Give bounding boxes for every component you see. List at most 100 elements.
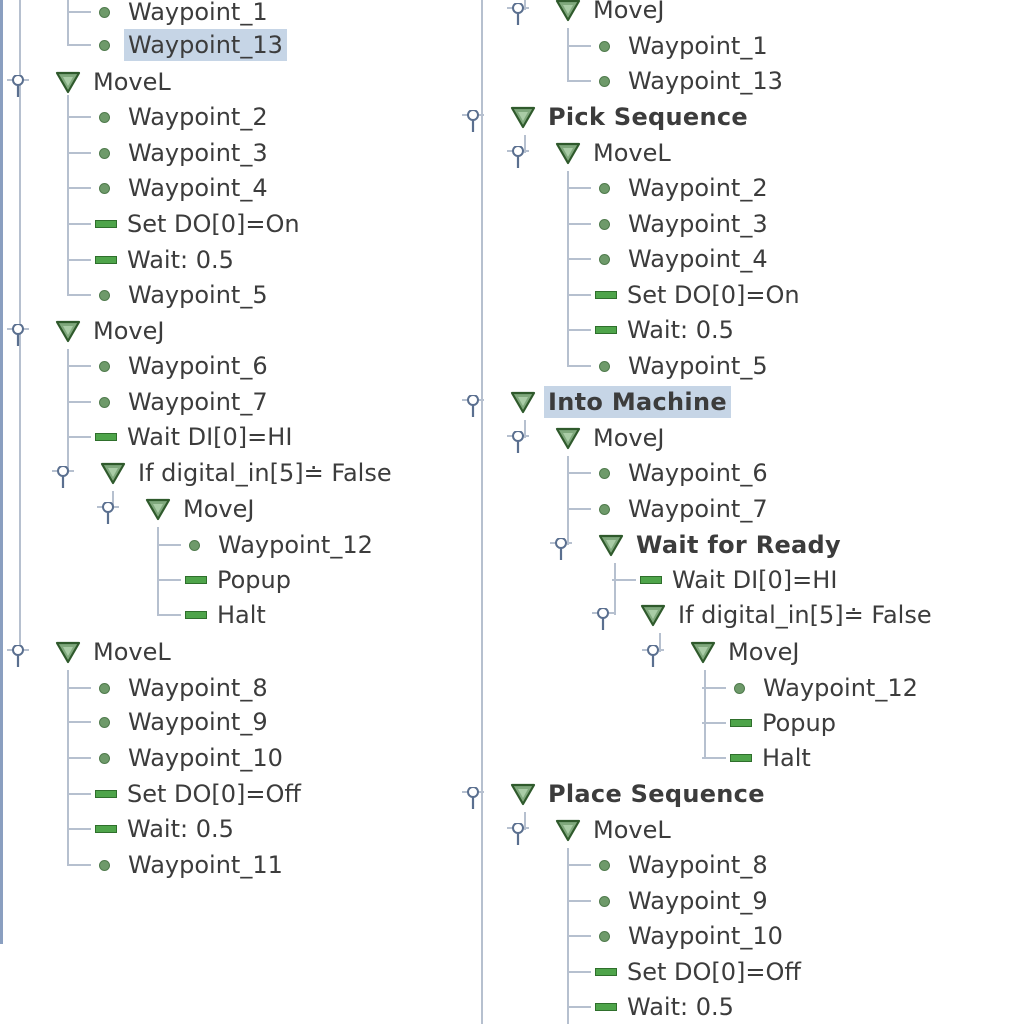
- tree-node-waypoint-10[interactable]: Waypoint_10: [595, 919, 787, 953]
- tree-node-set-do-0-on[interactable]: Set DO[0]=On: [95, 207, 304, 241]
- tree-node-halt[interactable]: Halt: [730, 741, 815, 775]
- tree-node-waypoint-3[interactable]: Waypoint_3: [595, 207, 772, 241]
- tree-node-set-do-0-off[interactable]: Set DO[0]=Off: [595, 955, 805, 989]
- waypoint-dot-icon: [599, 40, 610, 52]
- tree-node-label: Wait: 0.5: [127, 815, 234, 843]
- tree-node-movel[interactable]: MoveL: [7, 635, 175, 669]
- tree-node-waypoint-2[interactable]: Waypoint_2: [95, 100, 272, 134]
- waypoint-dot-icon: [599, 360, 610, 372]
- tree-node-movel[interactable]: MoveL: [7, 65, 175, 99]
- tree-node-waypoint-8[interactable]: Waypoint_8: [95, 671, 272, 705]
- triangle-down-icon: [510, 104, 536, 130]
- tree-node-halt[interactable]: Halt: [185, 598, 270, 632]
- tree-node-movej[interactable]: MoveJ: [7, 314, 168, 348]
- tree-node-pick-sequence[interactable]: Pick Sequence: [462, 100, 752, 134]
- tree-node-waypoint-13[interactable]: Waypoint_13: [595, 64, 787, 98]
- tree-node-wait-0-5[interactable]: Wait: 0.5: [595, 313, 738, 347]
- command-bar-icon: [595, 1003, 617, 1011]
- tree-handle-icon[interactable]: [52, 465, 74, 492]
- tree-node-movej[interactable]: MoveJ: [507, 0, 668, 27]
- tree-node-label: Waypoint_1: [128, 0, 268, 26]
- tree-handle-icon[interactable]: [507, 145, 529, 172]
- tree-node-label: Waypoint_8: [628, 851, 768, 879]
- tree-node-label: Pick Sequence: [548, 103, 748, 131]
- tree-node-wait-di-0-hi[interactable]: Wait DI[0]=HI: [640, 563, 841, 597]
- tree-handle-icon[interactable]: [592, 607, 614, 634]
- tree-node-into-machine[interactable]: Into Machine: [462, 385, 731, 419]
- tree-handle-icon[interactable]: [642, 644, 664, 671]
- tree-node-if-digital-in-5-false[interactable]: If digital_in[5]≐ False: [592, 598, 936, 632]
- tree-node-label: Set DO[0]=Off: [127, 780, 301, 808]
- tree-node-label: Waypoint_9: [628, 887, 768, 915]
- tree-node-waypoint-6[interactable]: Waypoint_6: [95, 349, 272, 383]
- tree-node-waypoint-10[interactable]: Waypoint_10: [95, 741, 287, 775]
- tree-handle-icon[interactable]: [462, 786, 484, 813]
- tree-handle-icon[interactable]: [7, 74, 29, 101]
- tree-handle-icon[interactable]: [7, 323, 29, 350]
- tree-node-waypoint-9[interactable]: Waypoint_9: [595, 884, 772, 918]
- tree-node-waypoint-2[interactable]: Waypoint_2: [595, 171, 772, 205]
- waypoint-dot-icon: [599, 930, 610, 942]
- tree-node-label: Waypoint_7: [628, 495, 768, 523]
- tree-node-waypoint-12[interactable]: Waypoint_12: [185, 528, 377, 562]
- tree-node-movej[interactable]: MoveJ: [97, 492, 258, 526]
- tree-handle-icon[interactable]: [507, 822, 529, 849]
- tree-node-label: Waypoint_5: [128, 281, 268, 309]
- tree-node-waypoint-5[interactable]: Waypoint_5: [95, 278, 272, 312]
- command-bar-icon: [640, 576, 662, 584]
- tree-node-set-do-0-on[interactable]: Set DO[0]=On: [595, 278, 804, 312]
- tree-node-movel[interactable]: MoveL: [507, 136, 675, 170]
- tree-node-label: Waypoint_11: [128, 851, 283, 879]
- tree-node-if-digital-in-5-false[interactable]: If digital_in[5]≐ False: [52, 456, 396, 490]
- tree-node-waypoint-1[interactable]: Waypoint_1: [95, 0, 272, 29]
- tree-handle-icon[interactable]: [507, 430, 529, 457]
- tree-node-label: Set DO[0]=Off: [627, 958, 801, 986]
- tree-node-place-sequence[interactable]: Place Sequence: [462, 777, 769, 811]
- waypoint-dot-icon: [189, 539, 200, 551]
- tree-node-wait-0-5[interactable]: Wait: 0.5: [95, 812, 238, 846]
- tree-node-waypoint-3[interactable]: Waypoint_3: [95, 136, 272, 170]
- tree-node-label: If digital_in[5]≐ False: [138, 459, 392, 487]
- tree-node-wait-for-ready[interactable]: Wait for Ready: [550, 528, 845, 562]
- tree-node-waypoint-4[interactable]: Waypoint_4: [595, 242, 772, 276]
- tree-node-wait-0-5[interactable]: Wait: 0.5: [95, 243, 238, 277]
- tree-node-waypoint-12[interactable]: Waypoint_12: [730, 671, 922, 705]
- tree-handle-icon[interactable]: [462, 109, 484, 136]
- tree-node-movej[interactable]: MoveJ: [642, 635, 803, 669]
- tree-node-movej[interactable]: MoveJ: [507, 421, 668, 455]
- tree-node-set-do-0-off[interactable]: Set DO[0]=Off: [95, 777, 305, 811]
- tree-handle-icon[interactable]: [97, 501, 119, 528]
- tree-node-movel[interactable]: MoveL: [507, 813, 675, 847]
- tree-node-wait-di-0-hi[interactable]: Wait DI[0]=HI: [95, 420, 296, 454]
- tree-node-label: MoveL: [593, 139, 671, 167]
- tree-handle-icon[interactable]: [7, 644, 29, 671]
- command-bar-icon: [595, 968, 617, 976]
- tree-node-label: MoveL: [93, 68, 171, 96]
- tree-node-label: Waypoint_4: [128, 174, 268, 202]
- command-bar-icon: [95, 220, 117, 228]
- tree-handle-icon[interactable]: [550, 537, 572, 564]
- tree-node-waypoint-7[interactable]: Waypoint_7: [595, 492, 772, 526]
- tree-node-wait-0-5[interactable]: Wait: 0.5: [595, 990, 738, 1024]
- tree-handle-icon[interactable]: [507, 2, 529, 29]
- tree-node-waypoint-8[interactable]: Waypoint_8: [595, 848, 772, 882]
- tree-node-waypoint-1[interactable]: Waypoint_1: [595, 29, 772, 63]
- tree-node-waypoint-11[interactable]: Waypoint_11: [95, 848, 287, 882]
- tree-node-waypoint-9[interactable]: Waypoint_9: [95, 705, 272, 739]
- command-bar-icon: [595, 291, 617, 299]
- triangle-down-icon: [555, 817, 581, 843]
- tree-node-waypoint-7[interactable]: Waypoint_7: [95, 385, 272, 419]
- tree-node-label: Wait: 0.5: [627, 993, 734, 1021]
- tree-handle-icon[interactable]: [462, 394, 484, 421]
- tree-node-popup[interactable]: Popup: [730, 706, 840, 740]
- tree-node-waypoint-4[interactable]: Waypoint_4: [95, 171, 272, 205]
- tree-node-label: Waypoint_8: [128, 674, 268, 702]
- tree-node-label: Waypoint_10: [128, 744, 283, 772]
- triangle-down-icon: [555, 425, 581, 451]
- tree-node-waypoint-13[interactable]: Waypoint_13: [95, 28, 287, 62]
- tree-node-popup[interactable]: Popup: [185, 563, 295, 597]
- tree-node-label: Waypoint_3: [628, 210, 768, 238]
- tree-node-waypoint-5[interactable]: Waypoint_5: [595, 349, 772, 383]
- tree-node-waypoint-6[interactable]: Waypoint_6: [595, 456, 772, 490]
- waypoint-dot-icon: [734, 682, 745, 694]
